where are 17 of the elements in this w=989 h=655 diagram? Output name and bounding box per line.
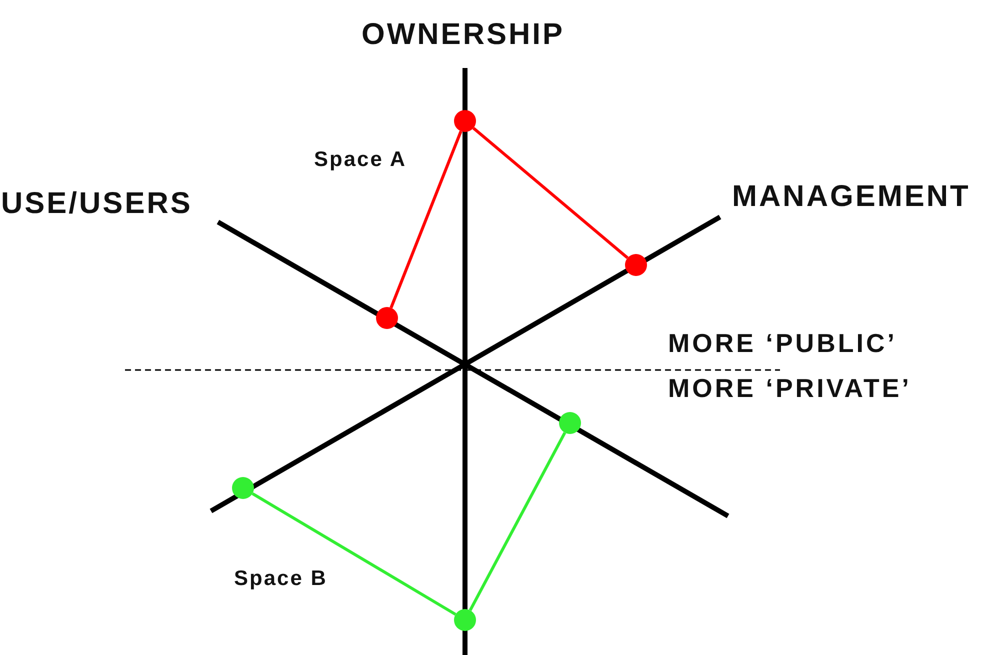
axis-label: USE/USERS xyxy=(1,189,192,219)
zone-label: MORE ‘PUBLIC’ xyxy=(668,330,897,356)
zone-label: MORE ‘PRIVATE’ xyxy=(668,375,912,401)
connector-line xyxy=(472,126,629,260)
dot-icon xyxy=(454,609,476,631)
axis-label: MANAGEMENT xyxy=(732,182,970,212)
dot-icon xyxy=(376,307,398,329)
dot-icon xyxy=(559,412,581,434)
dot-icon xyxy=(454,110,476,132)
dot-icon xyxy=(232,477,254,499)
connector-line xyxy=(252,492,456,616)
dot-icon xyxy=(625,254,647,276)
space-label: Space B xyxy=(234,568,328,589)
connector-line xyxy=(468,432,566,611)
axis-label: OWNERSHIP xyxy=(362,20,564,50)
space-label: Space A xyxy=(314,149,407,170)
connector-line xyxy=(390,130,462,308)
